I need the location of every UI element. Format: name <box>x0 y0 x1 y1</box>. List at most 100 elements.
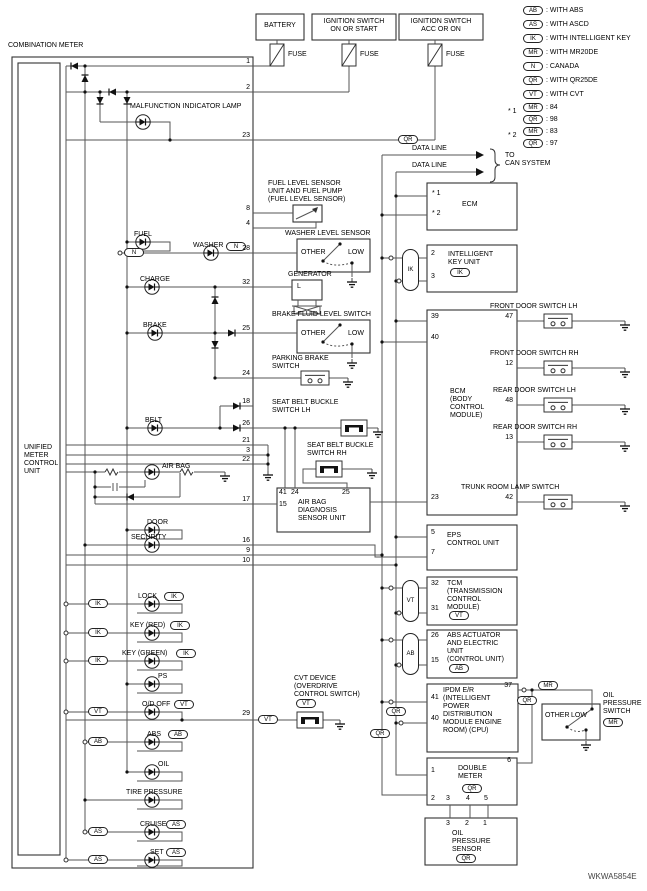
bcm-pin-40: 40 <box>431 334 439 341</box>
cm-pin-29: 29 <box>242 710 250 717</box>
data-line-arrow-2 <box>476 168 484 176</box>
front-door-lh-label: FRONT DOOR SWITCH LH <box>490 303 578 310</box>
ipdm-qr-chip-1: QR <box>386 707 406 716</box>
cm-pin-10: 10 <box>242 557 250 564</box>
airbag-pin-24: 24 <box>291 489 299 496</box>
set-code-chip: AS <box>166 848 186 857</box>
legend-note-code-2: QR <box>523 115 543 124</box>
key-green-code-chip: IK <box>176 649 196 658</box>
legend-code-n: N <box>523 62 543 71</box>
ipdm-title: IPDM E/R (INTELLIGENT POWER DISTRIBUTION… <box>443 687 502 735</box>
cm-pin-32: 32 <box>242 279 250 286</box>
ecm-pin-star2: * 2 <box>432 210 441 217</box>
legend-desc-vt: : WITH CVT <box>546 91 584 98</box>
legend-note-desc-2: : 98 <box>546 116 558 123</box>
legend-star1: * 1 <box>508 108 517 115</box>
legend-desc-qr: : WITH QR25DE <box>546 77 598 84</box>
cvt-wire-code-chip: VT <box>258 715 278 724</box>
bcm-pin-48: 48 <box>505 397 513 404</box>
indicator-ps: PS <box>158 673 168 680</box>
seat-belt-lh-label: SEAT BELT BUCKLE SWITCH LH <box>272 399 339 415</box>
component-boxes <box>11 13 601 869</box>
cm-pin-4: 4 <box>246 220 250 227</box>
power-wires <box>66 40 436 141</box>
legend-note-code-1: MR <box>523 103 543 112</box>
indicator-brake: BRAKE <box>143 322 167 329</box>
tcm-pin-32: 32 <box>431 580 439 587</box>
fuse-label-3: FUSE <box>446 51 465 58</box>
legend-desc-mr: : WITH MR20DE <box>546 49 599 56</box>
seat-belt-rh-label: SEAT BELT BUCKLE SWITCH RH <box>307 442 374 458</box>
washer-other-label: OTHER <box>301 249 326 256</box>
legend-desc-n: : CANADA <box>546 63 580 70</box>
data-line-1-label: DATA LINE <box>412 145 447 152</box>
fuel-sensor-label: FUEL LEVEL SENSOR UNIT AND FUEL PUMP (FU… <box>268 180 346 204</box>
cm-pin-3: 3 <box>246 447 250 454</box>
ipdm-qr-chip-3: QR <box>517 696 537 705</box>
cm-pin-22: 22 <box>242 456 250 463</box>
ignition-on-box: IGNITION SWITCH ON OR START <box>323 18 385 34</box>
cm-pin-8: 8 <box>246 205 250 212</box>
cm-pin-25: 25 <box>242 325 250 332</box>
bcm-pin-47: 47 <box>505 313 513 320</box>
double-meter-code-chip: QR <box>462 784 482 793</box>
key-green-wire-code-chip: IK <box>88 656 108 665</box>
cm-pin-21: 21 <box>242 437 250 444</box>
key-red-wire-code-chip: IK <box>88 628 108 637</box>
abs-pin-15: 15 <box>431 657 439 664</box>
washer-low-label: LOW <box>348 249 364 256</box>
ecm-title: ECM <box>462 201 478 208</box>
ops-sensor-pin-3: 3 <box>446 820 450 827</box>
ecm-pin-star1: * 1 <box>432 190 441 197</box>
acc-wire-code-chip: QR <box>398 135 418 144</box>
ops-other-label: OTHER <box>545 712 570 719</box>
ground-symbols <box>219 277 631 751</box>
cm-pin-26: 26 <box>242 420 250 427</box>
airbag-pin-41: 41 <box>279 489 287 496</box>
mil-label: MALFUNCTION INDICATOR LAMP <box>130 103 242 110</box>
middle-component-wires <box>253 208 427 721</box>
cm-pin-16: 16 <box>242 537 250 544</box>
airbag-unit-label: AIR BAG DIAGNOSIS SENSOR UNIT <box>298 499 346 523</box>
indicator-fuel: FUEL <box>134 231 152 238</box>
legend-code-qr: QR <box>523 76 543 85</box>
oil-pressure-sensor-label: OIL PRESSURE SENSOR <box>452 830 491 854</box>
legend-star2: * 2 <box>508 132 517 139</box>
tcm-code-chip: VT <box>449 611 469 620</box>
airbag-pin-25: 25 <box>342 489 350 496</box>
abs-wire-code-chip: AB <box>88 737 108 746</box>
oil-pressure-switch-code-chip: MR <box>603 718 623 727</box>
dm-pin-1: 1 <box>431 767 435 774</box>
indicator-washer: WASHER <box>193 242 224 249</box>
legend-desc-as: : WITH ASCD <box>546 21 589 28</box>
cm-pin-9: 9 <box>246 547 250 554</box>
dm-pin-4: 4 <box>466 795 470 802</box>
tcm-pin-31: 31 <box>431 605 439 612</box>
cm-pin-18: 18 <box>242 398 250 405</box>
combination-meter-title: COMBINATION METER <box>8 42 84 49</box>
ik-pin-3: 3 <box>431 273 435 280</box>
washer-code-chip: N <box>226 242 246 251</box>
od-off-wire-code-chip: VT <box>88 707 108 716</box>
rear-door-lh-label: REAR DOOR SWITCH LH <box>493 387 576 394</box>
abs-code-chip: AB <box>168 730 188 739</box>
terminal-circles <box>63 250 527 863</box>
bcm-pin-42: 42 <box>505 494 513 501</box>
eps-pin-5: 5 <box>431 529 435 536</box>
oil-pressure-sensor-code-chip: QR <box>456 854 476 863</box>
indicator-door: DOOR <box>147 519 168 526</box>
tcm-title: TCM (TRANSMISSION CONTROL MODULE) <box>447 580 503 612</box>
dm-pin-2: 2 <box>431 795 435 802</box>
bcm-pin-13: 13 <box>505 434 513 441</box>
legend-code-vt: VT <box>523 90 543 99</box>
indicator-charge: CHARGE <box>140 276 170 283</box>
legend-desc-ik: : WITH INTELLIGENT KEY <box>546 35 631 42</box>
brake-fluid-label: BRAKE FLUID LEVEL SWITCH <box>272 311 371 318</box>
unified-meter-label: UNIFIED METER CONTROL UNIT <box>24 444 59 476</box>
lamp-symbols <box>135 114 219 868</box>
cm-pin-1: 1 <box>246 58 250 65</box>
indicator-key-green: KEY (GREEN) <box>122 650 168 657</box>
ipdm-pin-40: 40 <box>431 715 439 722</box>
fuse-label-2: FUSE <box>360 51 379 58</box>
